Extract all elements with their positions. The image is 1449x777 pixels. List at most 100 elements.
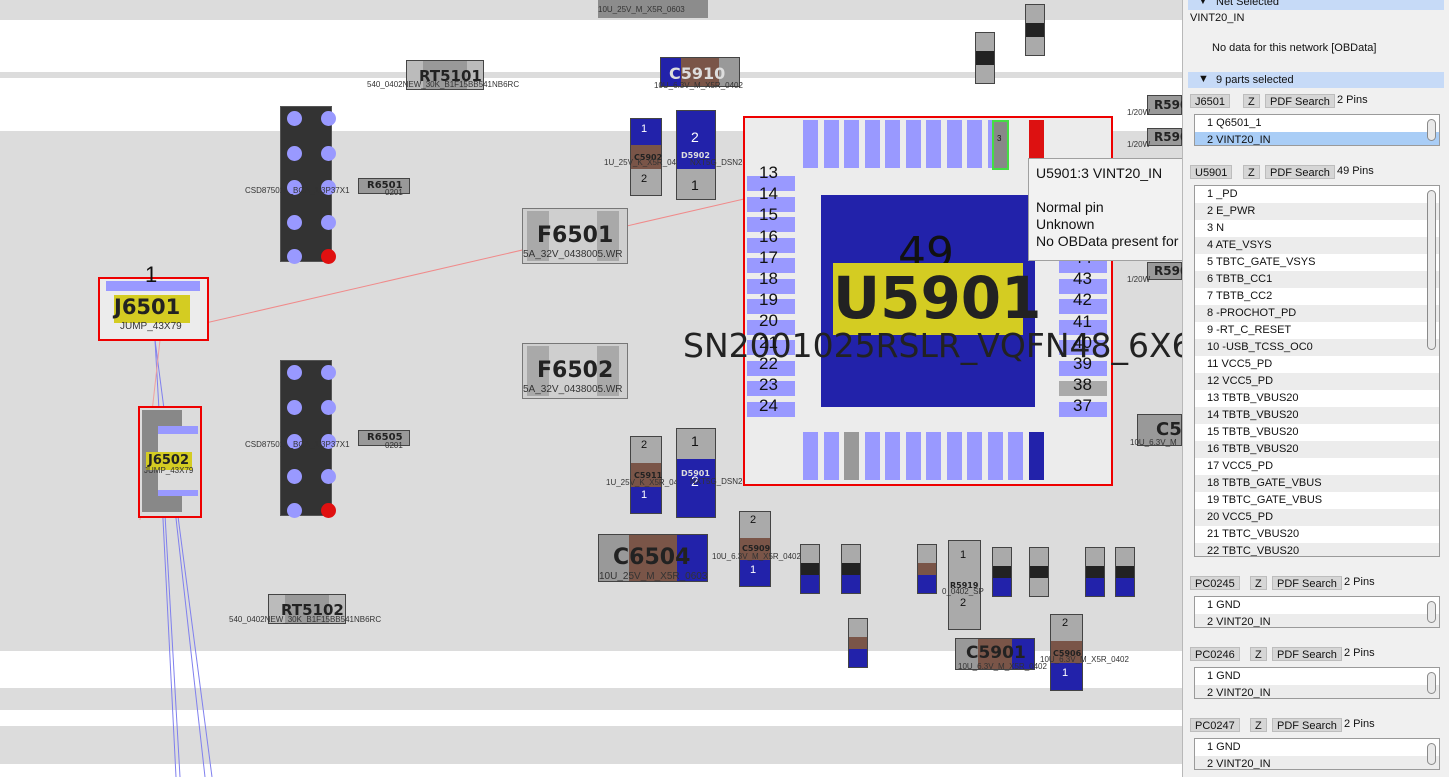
component-small[interactable] — [917, 544, 937, 594]
pin-row[interactable]: 4 ATE_VSYS — [1195, 237, 1439, 254]
pin-row[interactable]: 2 VINT20_IN — [1195, 685, 1439, 698]
pin-listbox[interactable]: 1 Q6501_1 2 VINT20_IN — [1194, 114, 1440, 146]
bga-ball[interactable] — [321, 503, 336, 518]
component-q6501[interactable] — [280, 106, 336, 264]
scrollbar[interactable] — [1427, 119, 1436, 141]
pin-row[interactable]: 2 E_PWR — [1195, 203, 1439, 220]
info-panel[interactable]: ▼ Net Selected VINT20_IN No data for thi… — [1182, 0, 1449, 777]
component-r590c[interactable]: R590 — [1147, 262, 1182, 280]
scrollbar[interactable] — [1427, 190, 1436, 350]
scrollbar[interactable] — [1427, 672, 1436, 694]
u5901-left-pad[interactable] — [747, 381, 795, 396]
u5901-bottom-pad[interactable] — [905, 432, 921, 480]
pdf-search-button[interactable]: PDF Search — [1265, 165, 1335, 179]
bga-ball[interactable] — [321, 111, 336, 126]
pin-row[interactable]: 2 VINT20_IN — [1195, 756, 1439, 769]
pin-row[interactable]: 17 VCC5_PD — [1207, 460, 1274, 472]
component-c5910[interactable]: C5910 — [660, 57, 740, 87]
u5901-right-pad[interactable] — [1059, 299, 1107, 314]
component-small[interactable] — [1029, 547, 1049, 597]
bga-ball[interactable] — [287, 468, 302, 484]
u5901-right-pad[interactable] — [1059, 319, 1107, 335]
u5901-top-pad[interactable] — [926, 120, 941, 168]
component-small[interactable] — [841, 544, 861, 594]
pin-row[interactable]: 1 Q6501_1 — [1207, 117, 1262, 129]
component-f6501[interactable]: F6501 5A_32V_0438005.WR — [522, 208, 628, 264]
pin-row[interactable]: 21 TBTC_VBUS20 — [1207, 528, 1300, 540]
pin-row[interactable]: 16 TBTB_VBUS20 — [1195, 441, 1439, 458]
pin-row[interactable]: 5 TBTC_GATE_VSYS — [1207, 256, 1316, 268]
top-capacitor[interactable]: 10U_25V_M_X5R_0603 — [598, 0, 708, 18]
u5901-bottom-pad[interactable] — [864, 432, 880, 480]
component-small[interactable] — [1115, 547, 1135, 597]
component-j6501[interactable]: J6501 JUMP_43X79 — [98, 277, 209, 341]
component-c5911[interactable]: 2 1 C5911 — [630, 436, 662, 514]
u5901-top-pad[interactable] — [803, 120, 818, 168]
u5901-bottom-pad[interactable] — [1028, 432, 1044, 480]
net-selected-header[interactable]: ▼ Net Selected — [1188, 0, 1444, 10]
pin-row[interactable]: 2 VINT20_IN — [1195, 132, 1439, 145]
u5901-right-pad[interactable] — [1059, 258, 1107, 273]
u5901-bottom-pad[interactable] — [946, 432, 962, 480]
zoom-button[interactable]: Z — [1250, 718, 1267, 732]
u5901-right-pad[interactable] — [1059, 401, 1107, 417]
component-small[interactable] — [975, 32, 995, 84]
u5901-top-pad[interactable] — [864, 120, 880, 168]
component-j6502[interactable]: J6502 JUMP_43X79 — [138, 406, 202, 518]
pin-row[interactable]: 1 _PD — [1207, 188, 1238, 200]
pin-row[interactable]: 8 -PROCHOT_PD — [1195, 305, 1439, 322]
u5901-top-pad[interactable] — [946, 120, 962, 168]
component-small[interactable] — [1025, 4, 1045, 56]
pin-row[interactable]: 13 TBTB_VBUS20 — [1207, 392, 1299, 404]
component-d5901[interactable]: 1 2 D5901 — [676, 428, 716, 518]
part-ref-button[interactable]: PC0247 — [1190, 718, 1240, 732]
zoom-button[interactable]: Z — [1250, 576, 1267, 590]
u5901-top-pad[interactable] — [823, 120, 839, 168]
u5901-left-pad[interactable] — [747, 319, 795, 335]
pin-row[interactable]: 11 VCC5_PD — [1207, 358, 1273, 370]
bga-ball[interactable] — [321, 468, 336, 484]
u5901-left-pad[interactable] — [747, 196, 795, 212]
component-r590a[interactable]: R590 — [1147, 95, 1182, 115]
component-small[interactable] — [992, 547, 1012, 597]
pin-row[interactable]: 1 GND — [1207, 741, 1241, 753]
u5901-left-pad[interactable] — [747, 258, 795, 273]
u5901-bottom-pad[interactable] — [803, 432, 818, 480]
pin-row[interactable]: 18 TBTB_GATE_VBUS — [1195, 475, 1439, 492]
pin-row[interactable]: 19 TBTC_GATE_VBUS — [1207, 494, 1323, 506]
u5901-pin-3[interactable]: 3 — [992, 120, 1009, 170]
pdf-search-button[interactable]: PDF Search — [1272, 718, 1342, 732]
u5901-left-pad[interactable] — [747, 237, 795, 253]
u5901-top-pad[interactable] — [967, 120, 982, 168]
bga-ball[interactable] — [321, 399, 336, 415]
u5901-top-pad[interactable] — [844, 120, 859, 168]
component-small[interactable] — [848, 618, 868, 668]
u5901-bottom-pad[interactable] — [987, 432, 1003, 480]
component-c5901[interactable]: C5901 — [955, 638, 1035, 670]
component-c6504[interactable]: C6504 10U_25V_M_X5R_0603 — [598, 534, 708, 582]
u5901-left-pad[interactable] — [747, 360, 795, 376]
scrollbar[interactable] — [1427, 601, 1436, 623]
bga-ball[interactable] — [321, 249, 336, 264]
component-small[interactable] — [1085, 547, 1105, 597]
u5901-bottom-pad[interactable] — [967, 432, 982, 480]
pin-row[interactable]: 20 VCC5_PD — [1195, 509, 1439, 526]
u5901-right-pad[interactable] — [1059, 381, 1107, 396]
pin-row[interactable]: 2 VINT20_IN — [1195, 614, 1439, 627]
u5901-bottom-pad[interactable] — [844, 432, 859, 480]
pin-row[interactable]: 22 TBTC_VBUS20 — [1195, 543, 1439, 556]
component-r5919[interactable]: 1 2 R5919 — [948, 540, 981, 630]
bga-ball[interactable] — [321, 434, 336, 449]
u5901-bottom-pad[interactable] — [885, 432, 900, 480]
part-ref-button[interactable]: J6501 — [1190, 94, 1230, 108]
component-small[interactable] — [800, 544, 820, 594]
u5901-top-pad[interactable] — [1008, 120, 1023, 168]
component-r6505[interactable]: R6505 — [358, 430, 410, 446]
pdf-search-button[interactable]: PDF Search — [1272, 647, 1342, 661]
pin-row[interactable]: 14 TBTB_VBUS20 — [1195, 407, 1439, 424]
board-canvas[interactable]: 10U_25V_M_X5R_0603 RT5101 540_0402NEW_30… — [0, 0, 1182, 777]
component-rt5102[interactable]: RT5102 — [268, 594, 346, 624]
u5901-right-pad[interactable] — [1059, 340, 1107, 355]
